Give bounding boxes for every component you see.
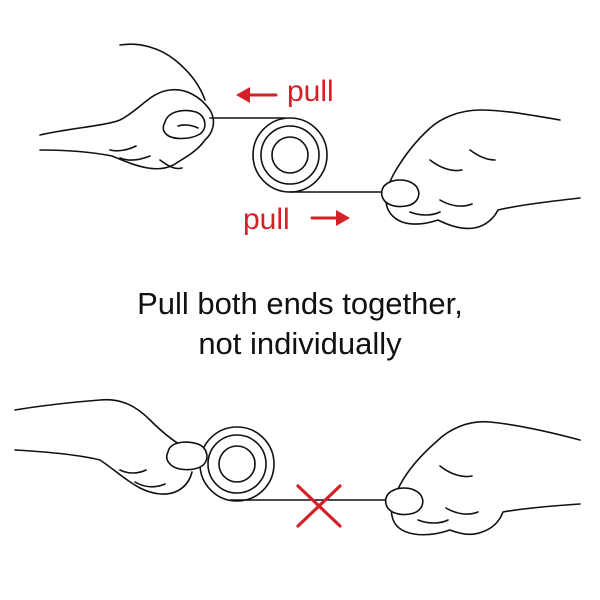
right-arrow-icon [310,210,350,226]
left-arrow-icon [236,87,278,103]
top-panel [39,43,581,230]
pull-label-right: pull [243,203,290,236]
left-thumb-bottom [165,441,208,471]
right-hand-top [380,109,581,230]
instruction-caption: Pull both ends together, not individuall… [0,284,600,364]
left-hand-top [39,43,215,170]
right-thumb-top [380,179,420,208]
tape-roll-bottom [199,426,275,502]
pull-label-left: pull [287,75,334,108]
caption-line-2: not individually [198,326,402,361]
left-hand-bottom [14,398,208,495]
tape-roll-top [252,117,328,193]
bottom-panel [14,398,581,536]
right-thumb-bottom [384,487,424,516]
caption-line-1: Pull both ends together, [137,286,463,321]
right-hand-bottom [384,420,581,536]
red-x-icon [296,484,342,528]
